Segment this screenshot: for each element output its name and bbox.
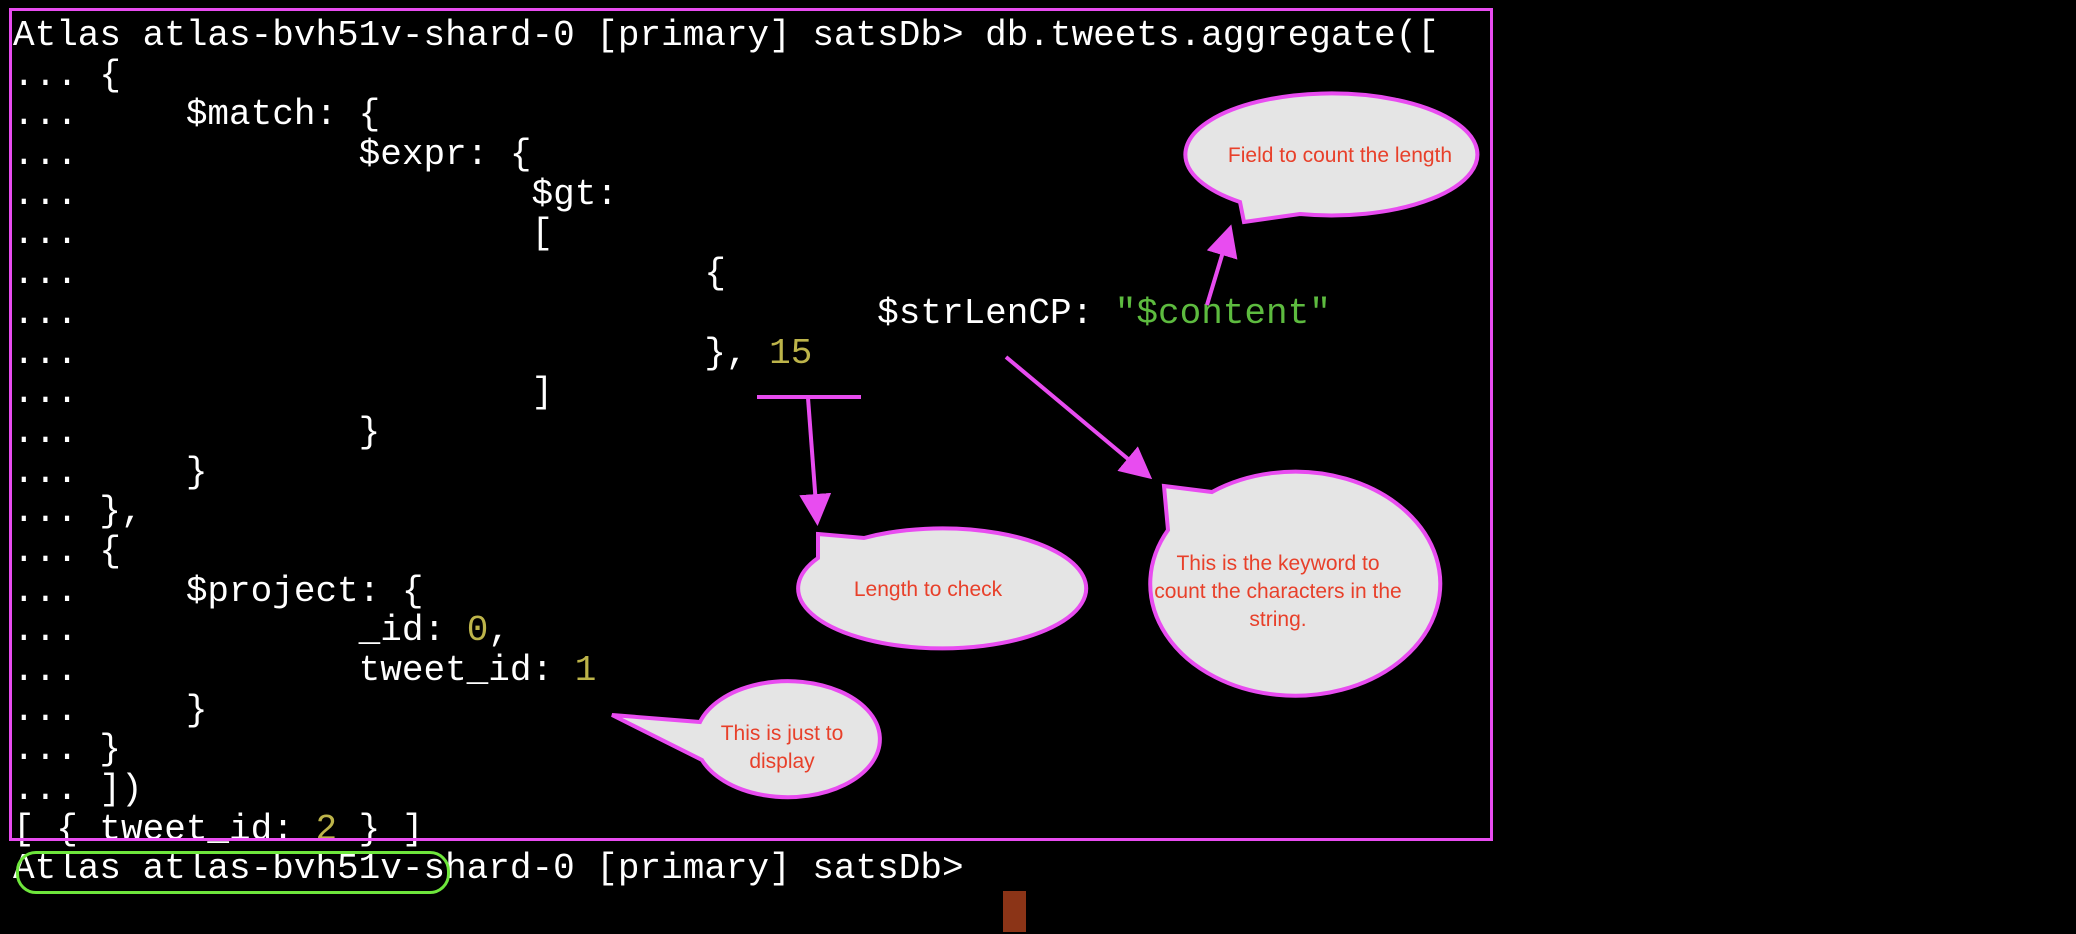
arrow-to-length-callout [799,397,832,526]
number-literal: 1 [574,650,597,691]
terminal-line: ... $match: { [13,95,1439,135]
code-text: ... }, [13,491,143,533]
number-literal: 15 [769,332,813,374]
terminal-line: ... { [13,532,1439,572]
code-text: , [488,610,510,652]
terminal-line: Atlas atlas-bvh51v-shard-0 [primary] sat… [13,849,1439,889]
code-text: Atlas atlas-bvh51v-shard-0 [primary] sat… [13,15,1439,56]
terminal-line: ... $project: { [13,570,1439,612]
code-text: ... $expr: { [13,134,532,176]
code-text: ... [ [13,213,554,255]
terminal-line: ... } [13,451,1439,493]
string-literal: "$content" [1114,292,1331,334]
query-highlight-box [9,8,1493,841]
code-text: ... $strLenCP: [13,292,1115,334]
terminal-line: ... ]) [13,770,1439,810]
terminal-line: ... $strLenCP: "$content" [13,292,1439,334]
callout-keyword-text: This is the keyword to count the charact… [1154,552,1402,631]
code-text: ... } [13,689,208,731]
code-text: ... $gt: [13,173,618,215]
code-text: ... $match: { [13,94,381,136]
code-text: ... ]) [13,769,143,811]
terminal-line: ... } [13,730,1439,770]
arrow-to-keyword-callout [1004,355,1153,480]
terminal-line: ... { [13,54,1439,96]
code-text: ... }, [13,332,770,374]
terminal-line: ... { [13,254,1439,294]
terminal-line: ... _id: 0, [13,611,1439,651]
terminal-line: ... } [13,413,1439,453]
terminal-line: ... $expr: { [13,135,1439,175]
code-text: ... ] [13,372,554,414]
callout-keyword-bubble [1148,469,1443,698]
code-text: ... { [13,253,726,295]
terminal-cursor [1003,891,1026,932]
callout-length-text: Length to check [853,578,1003,601]
callout-field-bubble [1183,91,1480,225]
code-text: ... _id: [13,610,467,652]
code-text: ... } [13,451,208,493]
code-text: ... tweet_id: [13,650,575,691]
code-text: ... $project: { [13,570,424,612]
terminal-line: ... } [13,689,1439,731]
code-text: Atlas atlas-bvh51v-shard-0 [primary] sat… [13,848,986,890]
code-text: ... } [13,729,122,771]
callout-display-text: This is just to display [720,722,844,773]
terminal-line: ... }, [13,492,1439,532]
code-text: ... { [13,54,122,96]
terminal-line: ... tweet_id: 1 [13,651,1439,691]
code-text: ... { [13,530,122,572]
callout-display-bubble [611,679,882,800]
number-literal: 0 [466,610,489,652]
terminal-output[interactable]: Atlas atlas-bvh51v-shard-0 [primary] sat… [13,16,1439,889]
arrow-to-field-callout [1205,224,1238,306]
callout-field-text: Field to count the length [1227,144,1453,167]
terminal-line: ... [ [13,214,1439,254]
callout-length-bubble [796,526,1089,651]
terminal-line: ... ] [13,373,1439,413]
terminal-line: ... }, 15 [13,332,1439,374]
terminal-line: Atlas atlas-bvh51v-shard-0 [primary] sat… [13,16,1439,56]
code-text: ... } [13,411,381,453]
terminal-line: ... $gt: [13,173,1439,215]
result-highlight-box [16,851,450,894]
